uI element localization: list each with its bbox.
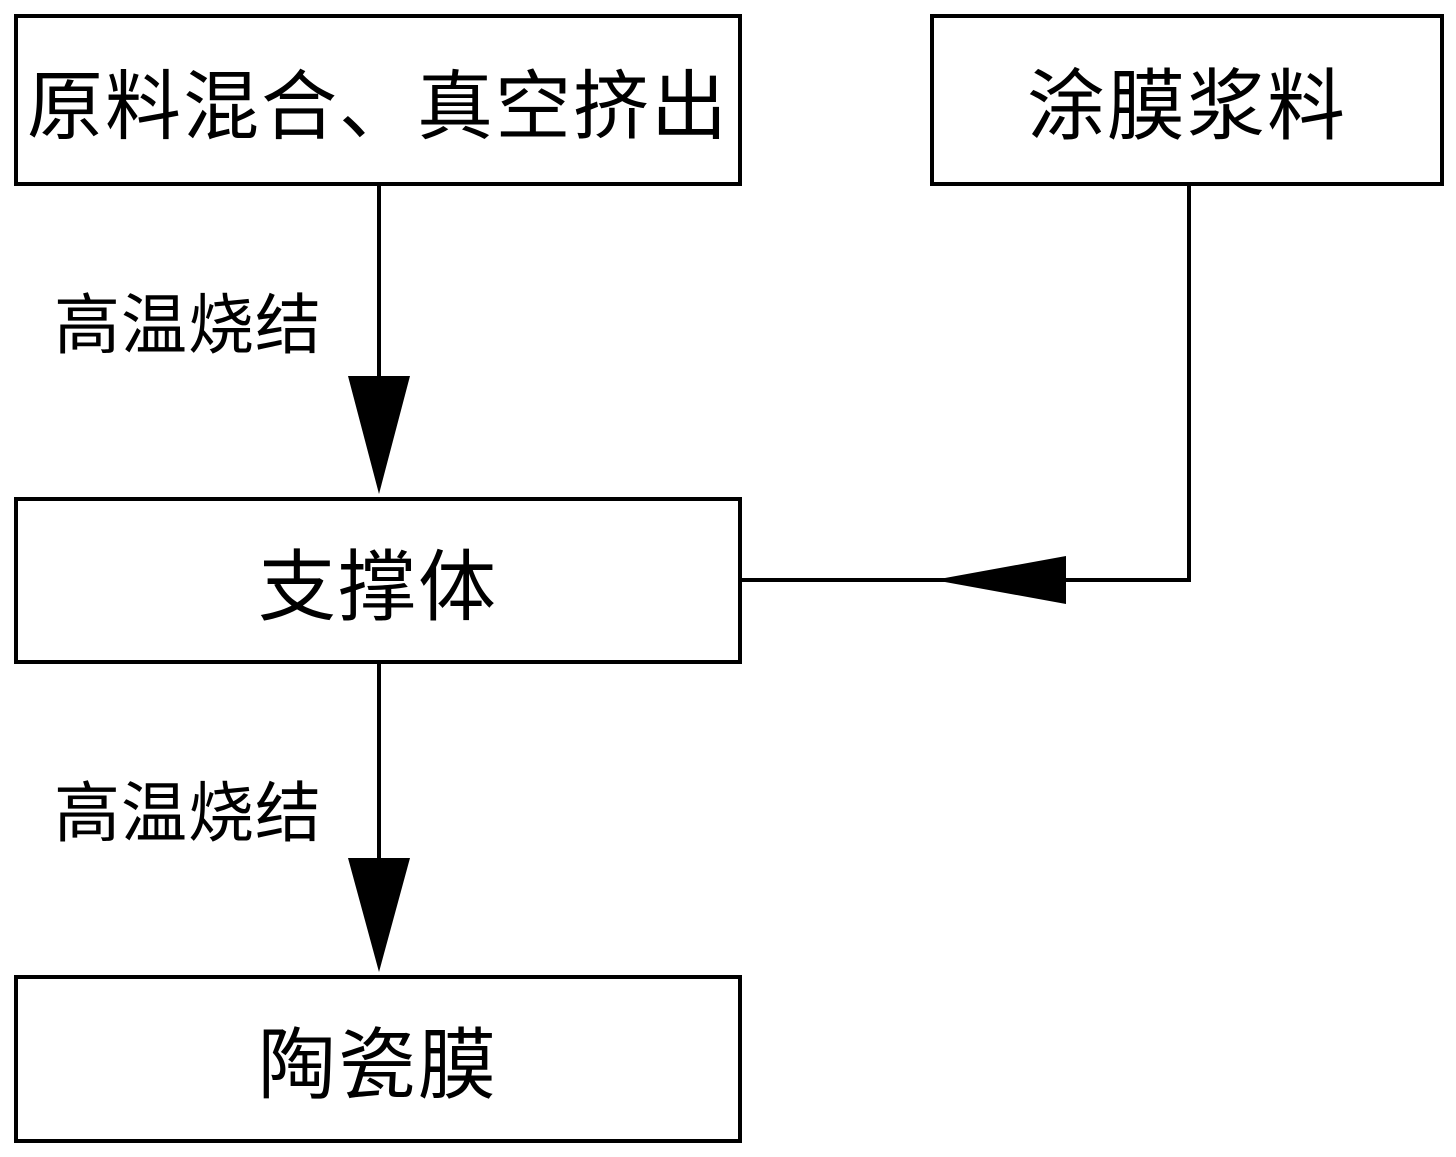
edge-label-sintering-2: 高温烧结 [54,775,322,852]
connector-slurry-to-support [742,186,1191,582]
node-ceramic-membrane: 陶瓷膜 [14,975,742,1143]
arrowhead-down-icon [348,858,410,972]
arrowhead-down-icon [348,376,410,494]
node-raw-materials: 原料混合、真空挤出 [14,14,742,186]
node-coating-slurry: 涂膜浆料 [930,14,1444,186]
edge-label-sintering-1: 高温烧结 [54,287,322,364]
arrowhead-left-icon [934,556,1066,604]
node-support: 支撑体 [14,497,742,664]
